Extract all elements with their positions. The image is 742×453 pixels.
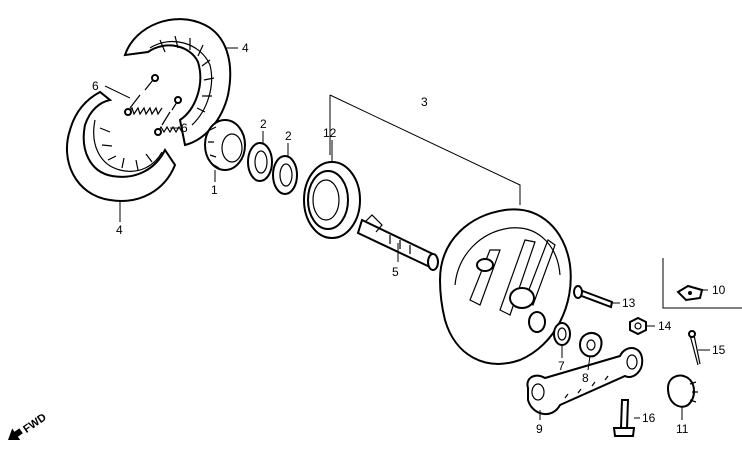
indicator-plate [553,322,571,346]
brake-panel [438,208,572,365]
bolt-16 [612,399,636,437]
washer-2b [272,155,298,195]
label-14: 14 [658,319,672,333]
brake-arm [526,347,644,415]
nut-14 [629,316,647,336]
label-6-lower: 6 [181,121,188,135]
inset-bracket [662,258,742,309]
cotter-pin [688,330,701,366]
label-12: 12 [323,126,337,140]
leader-lines [104,47,710,420]
bolt-13 [573,285,614,309]
oil-seal [303,161,361,239]
part-labels: 4 6 6 4 1 2 2 12 3 5 13 14 10 15 7 8 9 1… [92,41,726,436]
adjuster-nut [666,374,698,408]
clip-10 [676,284,704,302]
label-9: 9 [536,422,543,436]
label-3: 3 [421,95,428,109]
brake-cam [204,119,246,171]
spring-lower [154,96,183,136]
spring-upper [124,74,163,116]
label-6-upper: 6 [92,79,99,93]
label-8: 8 [582,371,589,385]
label-11: 11 [676,422,689,436]
label-2b: 2 [285,129,292,143]
label-7: 7 [558,359,565,373]
washer-2a [247,142,273,182]
axle-shaft [356,214,439,271]
label-13: 13 [622,296,636,310]
label-4-upper: 4 [242,41,249,55]
label-4-lower: 4 [116,223,123,237]
label-2a: 2 [260,117,267,131]
label-10: 10 [712,283,726,297]
brake-shoe-lower [65,90,177,202]
label-5: 5 [392,265,399,279]
label-1: 1 [211,183,218,197]
washer-8 [578,332,603,358]
fwd-arrow-icon [8,428,23,440]
fwd-label: FWD [21,411,48,435]
label-15: 15 [712,343,726,357]
fwd-indicator: FWD [8,411,49,440]
label-16: 16 [642,411,656,425]
